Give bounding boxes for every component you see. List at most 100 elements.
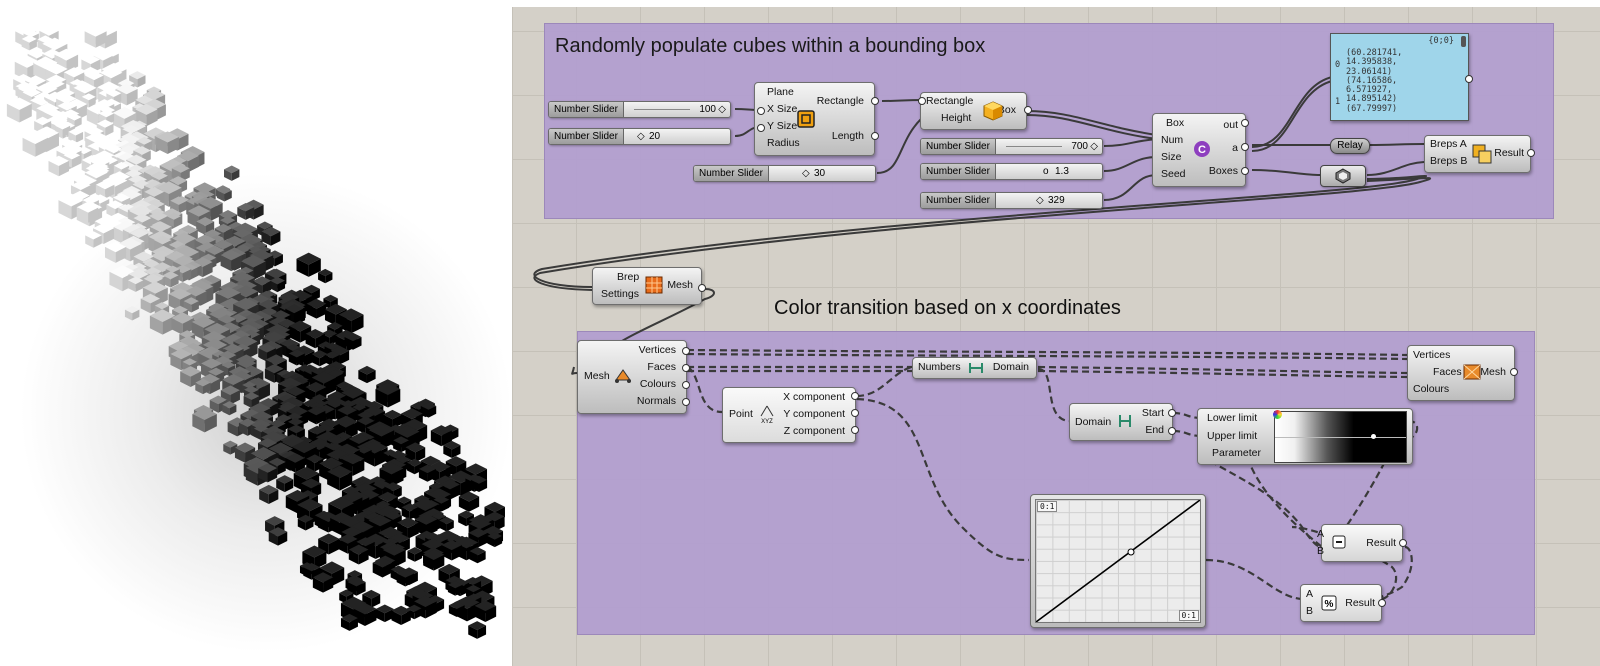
output-colours[interactable]: Colours — [639, 378, 676, 390]
gradient-component[interactable]: Lower limit Upper limit Parameter — [1197, 408, 1413, 465]
panel-header: {0;0} — [1428, 36, 1454, 46]
render-viewport — [0, 0, 512, 666]
output-out[interactable]: out — [1223, 119, 1238, 131]
slider-value[interactable]: 100 — [699, 104, 716, 115]
output-result[interactable]: Result — [1366, 537, 1396, 549]
slider-value[interactable]: 20 — [649, 131, 661, 142]
slider-value[interactable]: 700 — [1071, 141, 1088, 152]
input-seed[interactable]: Seed — [1161, 168, 1186, 180]
deconstruct-mesh-component[interactable]: Mesh Vertices Faces Colours Normals — [577, 340, 687, 414]
output-length[interactable]: Length — [831, 130, 864, 142]
csharp-script-component[interactable]: Box Num Size Seed out a Boxes C — [1152, 113, 1246, 187]
divide-component[interactable]: A B Result % — [1300, 584, 1382, 622]
input-colours[interactable]: Colours — [1413, 383, 1450, 395]
output-mesh[interactable]: Mesh — [1480, 366, 1506, 378]
number-slider-size[interactable]: Number Slider o 1.3 — [920, 163, 1103, 180]
subtract-icon — [1332, 535, 1346, 549]
input-brep[interactable]: Brep — [617, 271, 640, 283]
graph-mapper-component[interactable]: 0:1 0:1 — [1030, 494, 1206, 628]
output-a[interactable]: a — [1232, 142, 1238, 154]
gradient-swatch[interactable] — [1273, 410, 1407, 463]
input-faces[interactable]: Faces — [1433, 366, 1462, 378]
output-panel[interactable]: {0;0} 0 1 (60.281741, 14.395838, 23.0614… — [1330, 33, 1469, 121]
input-mesh[interactable]: Mesh — [584, 370, 610, 382]
number-slider-height[interactable]: Number Slider ◇ 30 — [693, 165, 876, 182]
number-slider-y-size[interactable]: Number Slider ◇ 20 — [548, 128, 731, 145]
output-y-component[interactable]: Y component — [783, 408, 845, 420]
number-slider-seed[interactable]: Number Slider ◇ 329 — [920, 192, 1103, 209]
panel-index: 0 — [1335, 60, 1341, 70]
deconstruct-domain-component[interactable]: Domain Start End — [1069, 403, 1173, 441]
construct-mesh-component[interactable]: Vertices Faces Colours Mesh — [1407, 345, 1515, 401]
input-b[interactable]: B — [1317, 545, 1325, 557]
output-faces[interactable]: Faces — [647, 361, 676, 373]
input-numbers[interactable]: Numbers — [918, 361, 961, 373]
slider-value[interactable]: 329 — [1048, 195, 1065, 206]
slider-value[interactable]: 30 — [814, 168, 826, 179]
output-result[interactable]: Result — [1494, 147, 1524, 159]
panel-line: 23.06141) — [1346, 66, 1393, 77]
input-vertices[interactable]: Vertices — [1413, 349, 1451, 361]
panel-line: 6.571927, — [1346, 85, 1393, 96]
input-lower-limit[interactable]: Lower limit — [1207, 412, 1258, 424]
output-domain[interactable]: Domain — [992, 361, 1029, 373]
number-slider-num[interactable]: Number Slider 700 ◇ — [920, 138, 1103, 155]
input-rectangle[interactable]: Rectangle — [926, 95, 974, 107]
input-radius[interactable]: Radius — [767, 137, 800, 149]
wire-layer — [533, 76, 1432, 609]
input-settings[interactable]: Settings — [601, 288, 639, 300]
rectangle-component[interactable]: Plane X Size Y Size Radius Rectangle Len… — [754, 82, 875, 156]
svg-text:%: % — [1325, 599, 1334, 610]
slider-value[interactable]: 1.3 — [1055, 166, 1069, 177]
output-mesh[interactable]: Mesh — [667, 279, 693, 291]
graph-area[interactable]: 0:1 0:1 — [1035, 499, 1201, 623]
output-result[interactable]: Result — [1345, 597, 1375, 609]
input-plane[interactable]: Plane — [767, 86, 794, 98]
input-x-size[interactable]: X Size — [767, 103, 798, 115]
input-size[interactable]: Size — [1161, 151, 1182, 163]
panel-line: 14.395838, — [1346, 57, 1398, 68]
number-slider-x-size[interactable]: Number Slider 100 ◇ — [548, 101, 731, 118]
output-end[interactable]: End — [1145, 424, 1164, 436]
input-a[interactable]: A — [1306, 588, 1314, 600]
box-icon — [983, 101, 1003, 121]
input-b[interactable]: B — [1306, 605, 1314, 617]
grasshopper-canvas[interactable]: Randomly populate cubes within a boundin… — [512, 7, 1600, 666]
input-upper-limit[interactable]: Upper limit — [1207, 430, 1258, 442]
input-box[interactable]: Box — [1166, 117, 1185, 129]
deconstruct-point-component[interactable]: Point X component Y component Z componen… — [722, 387, 856, 443]
solid-union-component[interactable]: Breps A Breps B Result — [1424, 135, 1531, 173]
input-a[interactable]: A — [1317, 528, 1325, 540]
panel-line: (60.281741, — [1346, 48, 1403, 58]
box-component[interactable]: Rectangle Height Box — [920, 92, 1027, 130]
input-domain[interactable]: Domain — [1075, 416, 1112, 428]
bounds-component[interactable]: Numbers Domain — [912, 357, 1037, 379]
output-normals[interactable]: Normals — [636, 395, 676, 407]
mesh-brep-component[interactable]: Brep Settings Mesh — [592, 267, 702, 305]
input-y-size[interactable]: Y Size — [767, 120, 798, 132]
graph-domain-bottom: 0:1 — [1178, 610, 1199, 621]
slider-label: Number Slider — [921, 164, 996, 179]
relay-node[interactable]: Relay — [1330, 138, 1370, 154]
slider-label: Number Slider — [549, 129, 624, 144]
output-rectangle[interactable]: Rectangle — [816, 95, 864, 107]
input-num[interactable]: Num — [1161, 134, 1184, 146]
panel-line: (67.79997) — [1346, 103, 1398, 114]
input-breps-b[interactable]: Breps B — [1430, 155, 1468, 167]
panel-line: 14.895142) — [1346, 94, 1398, 105]
input-parameter[interactable]: Parameter — [1212, 447, 1262, 459]
svg-text:C: C — [1198, 144, 1206, 156]
output-vertices[interactable]: Vertices — [638, 344, 676, 356]
input-height[interactable]: Height — [941, 112, 972, 124]
geometry-param-node[interactable] — [1320, 165, 1366, 187]
rectangle-icon — [797, 110, 815, 128]
output-x-component[interactable]: X component — [783, 391, 845, 403]
csharp-script-icon: C — [1193, 140, 1211, 158]
output-boxes[interactable]: Boxes — [1208, 165, 1238, 177]
output-z-component[interactable]: Z component — [783, 425, 845, 437]
subtract-component[interactable]: A B Result — [1317, 524, 1403, 562]
deconstruct-domain-icon — [1116, 412, 1134, 430]
output-start[interactable]: Start — [1141, 407, 1164, 419]
input-breps-a[interactable]: Breps A — [1430, 138, 1467, 150]
input-point[interactable]: Point — [729, 408, 753, 420]
